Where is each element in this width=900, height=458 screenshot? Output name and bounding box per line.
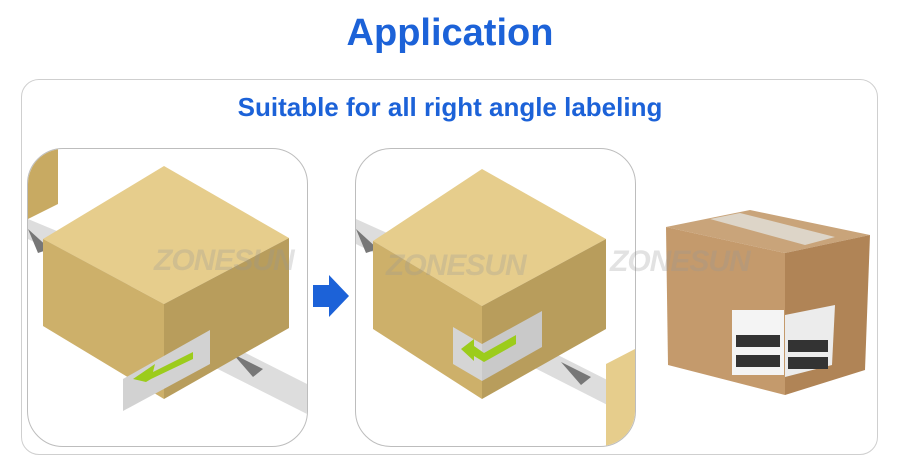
before-labeling-panel: ZONESUN [27,148,308,447]
next-arrow-icon [313,275,349,317]
subtitle: Suitable for all right angle labeling [237,92,663,122]
labeled-box-illustration [356,169,635,446]
application-frame [21,79,878,455]
watermark: ZONESUN [610,245,751,278]
labeled-carton-photo: ZONESUN [610,205,880,400]
watermark: ZONESUN [386,249,527,282]
page-title: Application [346,12,554,54]
watermark: ZONESUN [154,244,295,277]
after-labeling-panel: ZONESUN [355,148,636,447]
carton-box-image [666,210,870,395]
box-with-label-illustration [28,149,307,414]
